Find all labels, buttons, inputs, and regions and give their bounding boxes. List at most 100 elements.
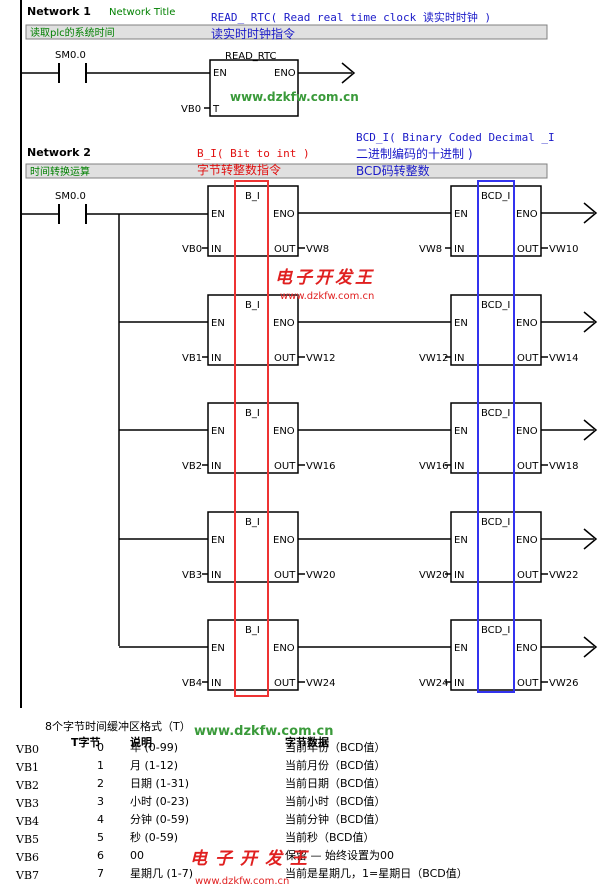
bcd-i-out-pin: OUT [517, 244, 539, 255]
table-row-index: 3 [97, 795, 104, 808]
network-2-comment-bar[interactable] [25, 163, 548, 179]
bcd-i-in-operand: VW20 [419, 570, 448, 581]
contact-sm00-2[interactable] [58, 204, 87, 224]
bcd-i-in-pin: IN [454, 353, 464, 364]
b-i-en-pin: EN [211, 209, 225, 220]
table-row-label: VB4 [15, 815, 39, 828]
b-i-eno-pin: ENO [273, 643, 295, 654]
network-1-title[interactable]: Network Title [109, 7, 175, 18]
table-header-desc: 说明 [130, 735, 152, 749]
bcd-i-en-pin: EN [454, 209, 468, 220]
table-row-desc: 秒 (0-59) [130, 830, 178, 844]
bcd-i-en-pin: EN [454, 643, 468, 654]
bcd-i-en-pin: EN [454, 535, 468, 546]
b-i-en-pin: EN [211, 426, 225, 437]
b-i-in-operand: VB3 [182, 570, 202, 581]
table-row-data: 当前日期（BCD值） [285, 776, 386, 790]
network-1: Network 1 Network Title READ_ RTC( Read … [0, 0, 612, 140]
watermark-logo-1: 电子开发王 [275, 268, 375, 288]
read-rtc-t-operand: VB0 [181, 104, 201, 115]
bcd-i-out-operand: VW22 [549, 570, 578, 581]
b-i-eno-pin: ENO [273, 426, 295, 437]
network-2-label: Network 2 [27, 146, 91, 159]
bcd-i-out-pin: OUT [517, 461, 539, 472]
bcd-i-out-pin: OUT [517, 678, 539, 689]
read-rtc-annotation: READ_ RTC( Read real time clock 读实时时钟 ) [211, 10, 491, 24]
b-i-name: B_I [245, 300, 260, 311]
b-i-in-operand: VB2 [182, 461, 202, 472]
bcd-i-out-operand: VW18 [549, 461, 578, 472]
network-1-comment: 读取plc的系统时间 [30, 26, 115, 39]
b-i-annotation-2: 字节转整数指令 [197, 162, 281, 177]
output-arrow [583, 419, 598, 441]
svg-text:EN: EN [213, 68, 227, 79]
b-i-name: B_I [245, 408, 260, 419]
table-row-index: 0 [97, 741, 104, 754]
table-row-label: VB0 [15, 743, 39, 756]
bcd-i-en-pin: EN [454, 318, 468, 329]
watermark-url-3: www.dzkfw.com.cn [194, 724, 334, 739]
read-rtc-block[interactable]: READ_RTC EN ENO T [209, 51, 299, 117]
bcd-i-annotation-2: 二进制编码的十进制 ) [356, 146, 473, 161]
b-i-out-operand: VW16 [306, 461, 335, 472]
b-i-en-pin: EN [211, 318, 225, 329]
table-row-label: VB6 [15, 851, 39, 864]
table-row-desc: 月 (1-12) [130, 759, 178, 772]
bcd-i-in-pin: IN [454, 244, 464, 255]
table-row-index: 1 [97, 759, 104, 772]
table-row-label: VB2 [15, 779, 39, 792]
contact-sm00-2-label: SM0.0 [55, 191, 86, 202]
b-i-name: B_I [245, 517, 260, 528]
bcd-i-in-pin: IN [454, 678, 464, 689]
table-row-label: VB3 [15, 797, 39, 810]
bcd-i-name: BCD_I [481, 517, 510, 528]
bcd-i-out-pin: OUT [517, 353, 539, 364]
b-i-in-pin: IN [211, 570, 221, 581]
network-2: BCD_I( Binary Coded Decimal _I B_I( Bit … [20, 131, 598, 708]
bcd-i-in-operand: VW16 [419, 461, 448, 472]
table-row-index: 4 [97, 813, 104, 826]
bcd-i-name: BCD_I [481, 300, 510, 311]
read-rtc-name: READ_RTC [225, 51, 277, 62]
table-row-data: 当前分钟（BCD值） [285, 812, 386, 826]
bcd-i-in-pin: IN [454, 461, 464, 472]
bcd-i-out-pin: OUT [517, 570, 539, 581]
output-arrow [583, 636, 598, 658]
b-i-in-pin: IN [211, 461, 221, 472]
output-arrow [583, 202, 598, 224]
b-i-out-pin: OUT [274, 570, 296, 581]
svg-text:T: T [212, 104, 220, 115]
b-i-in-operand: VB0 [182, 244, 202, 255]
b-i-eno-pin: ENO [273, 318, 295, 329]
watermark-url-4: www.dzkfw.com.cn [195, 876, 289, 887]
network-1-comment-bar[interactable] [25, 24, 548, 40]
bcd-i-out-operand: VW10 [549, 244, 578, 255]
b-i-out-pin: OUT [274, 244, 296, 255]
bcd-i-in-operand: VW8 [419, 244, 442, 255]
table-row-desc: 00 [130, 849, 144, 862]
table-header-data: 字节数据 [285, 735, 329, 749]
network-2-comment: 时间转换运算 [30, 165, 90, 178]
b-i-highlight [234, 180, 269, 697]
b-i-annotation-1: B_I( Bit to int ) [197, 147, 310, 160]
svg-text:ENO: ENO [274, 68, 296, 79]
